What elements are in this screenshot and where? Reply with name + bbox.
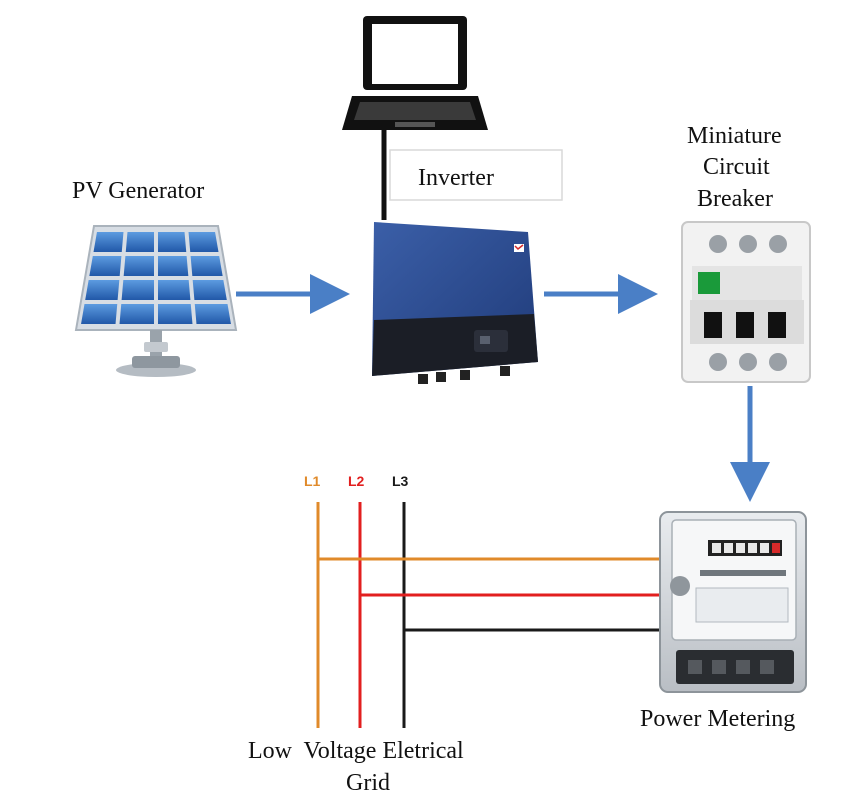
phase-l2-label: L2 [348,473,365,489]
breaker-label-line3: Breaker [697,186,773,212]
breaker-label-line1: Miniature [687,123,782,149]
inverter-device-icon [372,222,538,384]
solar-panel-icon [74,225,238,377]
solar-cell [188,232,219,252]
grid-label-line1: Low Voltage Eletrical [248,738,464,764]
solar-cell [89,256,122,276]
solar-cell [194,304,231,324]
solar-cell [158,304,193,324]
solar-cell [119,304,154,324]
solar-cell [190,256,223,276]
solar-cell [192,280,227,300]
laptop-icon [342,16,488,130]
solar-cell [121,280,154,300]
inverter-label: Inverter [418,165,494,191]
solar-panel-cells [81,232,231,324]
solar-cell [85,280,120,300]
energy-meter-icon [659,511,807,693]
power-metering-label: Power Metering [640,706,795,732]
grid-label-line2: Grid [346,770,390,796]
inverter-label-box: Inverter [389,149,563,201]
solar-cell [158,232,187,252]
phase-l3-label: L3 [392,473,409,489]
circuit-breaker-icon [681,221,811,383]
solar-cell [81,304,118,324]
breaker-label-line2: Circuit [703,154,770,180]
phase-l1-label: L1 [304,473,321,489]
solar-cell [93,232,124,252]
solar-cell [158,256,189,276]
solar-cell [123,256,154,276]
solar-cell [158,280,191,300]
solar-cell [125,232,154,252]
pv-generator-label: PV Generator [72,178,204,204]
